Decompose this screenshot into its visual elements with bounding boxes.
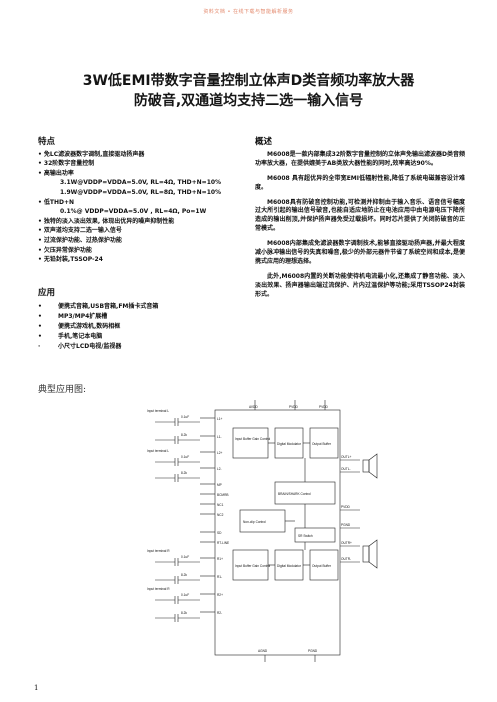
input-buffer-l-block	[232, 427, 269, 459]
block-label: Input Buffer Gain Control	[235, 564, 270, 568]
block-label: Output Buffer	[312, 442, 332, 446]
supply-label: PVDD	[289, 405, 299, 409]
application-item: ·小尺寸LCD电视/监视器	[38, 343, 122, 350]
cap-label: 0.1uF	[181, 593, 189, 597]
supply-label: AVDD	[249, 405, 258, 409]
feature-subitem: 3.1W@VDDP=VDDA=5.0V, RL=4Ω, THD+N=10%	[60, 179, 222, 187]
application-item: •便携式游戏机,数码相框	[38, 323, 121, 330]
cap-label: 0.1uF	[181, 555, 189, 559]
feature-item: • 独特的淡入淡出效果, 体现出优异的噪声抑制性能	[38, 217, 175, 225]
pin-label: L2+	[217, 451, 223, 455]
overview-paragraph: M6008 具有超优异的全带宽EMI低辐射性能,降低了系统电磁兼容设计难度。	[255, 174, 465, 191]
res-label: 8.2k	[181, 433, 187, 437]
overview-paragraph: 此外,M6008内置的关断功能使待机电流最小化,还集成了静音功能、淡入淡出效果、…	[255, 272, 465, 298]
page-title: 3W低EMI带数字音量控制立体声D类音频功率放大器	[82, 73, 415, 89]
speaker-l-cone-icon	[368, 453, 378, 479]
pin-label: L1+	[217, 417, 223, 421]
pin-label: L1-	[217, 435, 222, 439]
block-label: BRAIN/SHARK Control	[278, 492, 311, 496]
pin-label: BCMRB	[217, 493, 229, 497]
res-label: 8.2k	[181, 611, 187, 615]
cap-label: 0.1uF	[181, 415, 189, 419]
cap-label: 0.1uF	[181, 455, 189, 459]
feature-item: • 双声道均支持二选一输入信号	[38, 227, 122, 235]
block-label: Output Buffer	[312, 564, 332, 568]
pin-label: NC1	[217, 503, 224, 507]
page-subtitle: 防破音,双通道均支持二选一输入信号	[133, 93, 364, 109]
input-l1-label: Input terminal L	[147, 409, 169, 413]
overview-paragraph: M6008具有防破音控制功能,可检测并抑制由于输入音乐、语音信号幅度过大所引起的…	[255, 198, 465, 233]
feature-item: • 32阶数字音量控制	[38, 160, 95, 168]
feature-subitem: 0.1%@ VDDP=VDDA=5.0V , RL=4Ω, Po=1W	[60, 208, 207, 216]
overview-paragraph: M6008是一款内部集成32阶数字音量控制的立体声免输出滤波器D类音频功率放大器…	[255, 150, 466, 167]
features-section: 特点 • 免LC滤波器数字调制,直接驱动扬声器 • 32阶数字音量控制 • 高输…	[38, 137, 248, 265]
pin-label: OUTL-	[341, 467, 351, 471]
pin-label: OUTL+	[341, 455, 352, 459]
feature-item: • 无铅封装,TSSOP-24	[38, 256, 103, 264]
application-item: •便携式音箱,USB音箱,FM插卡式音箱	[38, 303, 159, 310]
ground-label: PGND	[308, 649, 318, 653]
diagram-heading: 典型应用图:	[38, 385, 87, 395]
pin-label: OUTR+	[341, 541, 352, 545]
typical-application-diagram: Input terminal L Input terminal L Input …	[147, 400, 378, 662]
supply-label: PVDD	[319, 405, 329, 409]
input-r1-label: Input terminal R	[147, 549, 170, 553]
input-l2-label: Input terminal L	[147, 449, 169, 453]
feature-item: • 过流保护功能、过热保护功能	[38, 236, 122, 244]
pin-label: R2+	[217, 593, 223, 597]
overview-heading: 概述	[255, 137, 273, 147]
sr-switch-block	[294, 527, 336, 543]
pin-label: SD	[217, 531, 222, 535]
block-label: Non-clip Control	[243, 520, 266, 524]
pin-label: R2-	[217, 611, 222, 615]
overview-paragraph: M6008内部集成免滤波器数字调制技术,能够直接驱动扬声器,并最大程度减小脉冲输…	[255, 240, 465, 265]
block-label: Digital Modulator	[277, 442, 302, 446]
application-item: •MP3/MP4扩展槽	[38, 313, 108, 320]
pin-label: NC2	[217, 513, 224, 517]
block-label: SR Switch	[298, 534, 313, 538]
features-heading: 特点	[38, 137, 56, 147]
pin-label: PVDD	[341, 505, 351, 509]
overview-section: 概述 M6008是一款内部集成32阶数字音量控制的立体声免输出滤波器D类音频功率…	[255, 138, 465, 306]
watermark: 资料文档 • 在线下载与智能解析服务	[203, 9, 294, 15]
feature-item: • 欠压异常保护功能	[38, 246, 92, 254]
pin-label: MP	[217, 483, 222, 487]
applications-section: 应用 •便携式音箱,USB音箱,FM插卡式音箱 •MP3/MP4扩展槽 •便携式…	[38, 288, 248, 352]
feature-item: • 免LC滤波器数字调制,直接驱动扬声器	[38, 150, 145, 158]
pin-label: R1+	[217, 557, 223, 561]
chip-outline	[214, 409, 341, 656]
speaker-r-icon	[362, 545, 370, 563]
feature-subitem: 1.9W@VDDP=VDDA=5.0V, RL=8Ω, THD+N=10%	[60, 188, 222, 196]
speaker-l-icon	[362, 459, 370, 473]
pin-label: L2-	[217, 467, 222, 471]
applications-heading: 应用	[38, 288, 56, 298]
feature-item: • 高输出功率	[38, 169, 74, 177]
res-label: 8.2k	[181, 573, 187, 577]
input-r2-label: Input terminal R	[147, 587, 170, 591]
application-item: •手机,笔记本电脑	[38, 333, 103, 340]
ground-label: AGND	[258, 649, 268, 653]
pin-label: OUTR-	[341, 557, 351, 561]
pin-label: PGND	[341, 523, 351, 527]
feature-item: • 低THD+N	[38, 198, 75, 206]
page-number: 1	[34, 684, 39, 692]
pin-label: RT-LINE	[217, 541, 229, 545]
pin-label: R1-	[217, 575, 222, 579]
res-label: 8.2k	[181, 471, 187, 475]
speaker-r-cone-icon	[368, 539, 378, 569]
block-label: Digital Modulator	[277, 564, 302, 568]
block-label: Input Buffer Gain Control	[235, 437, 270, 441]
